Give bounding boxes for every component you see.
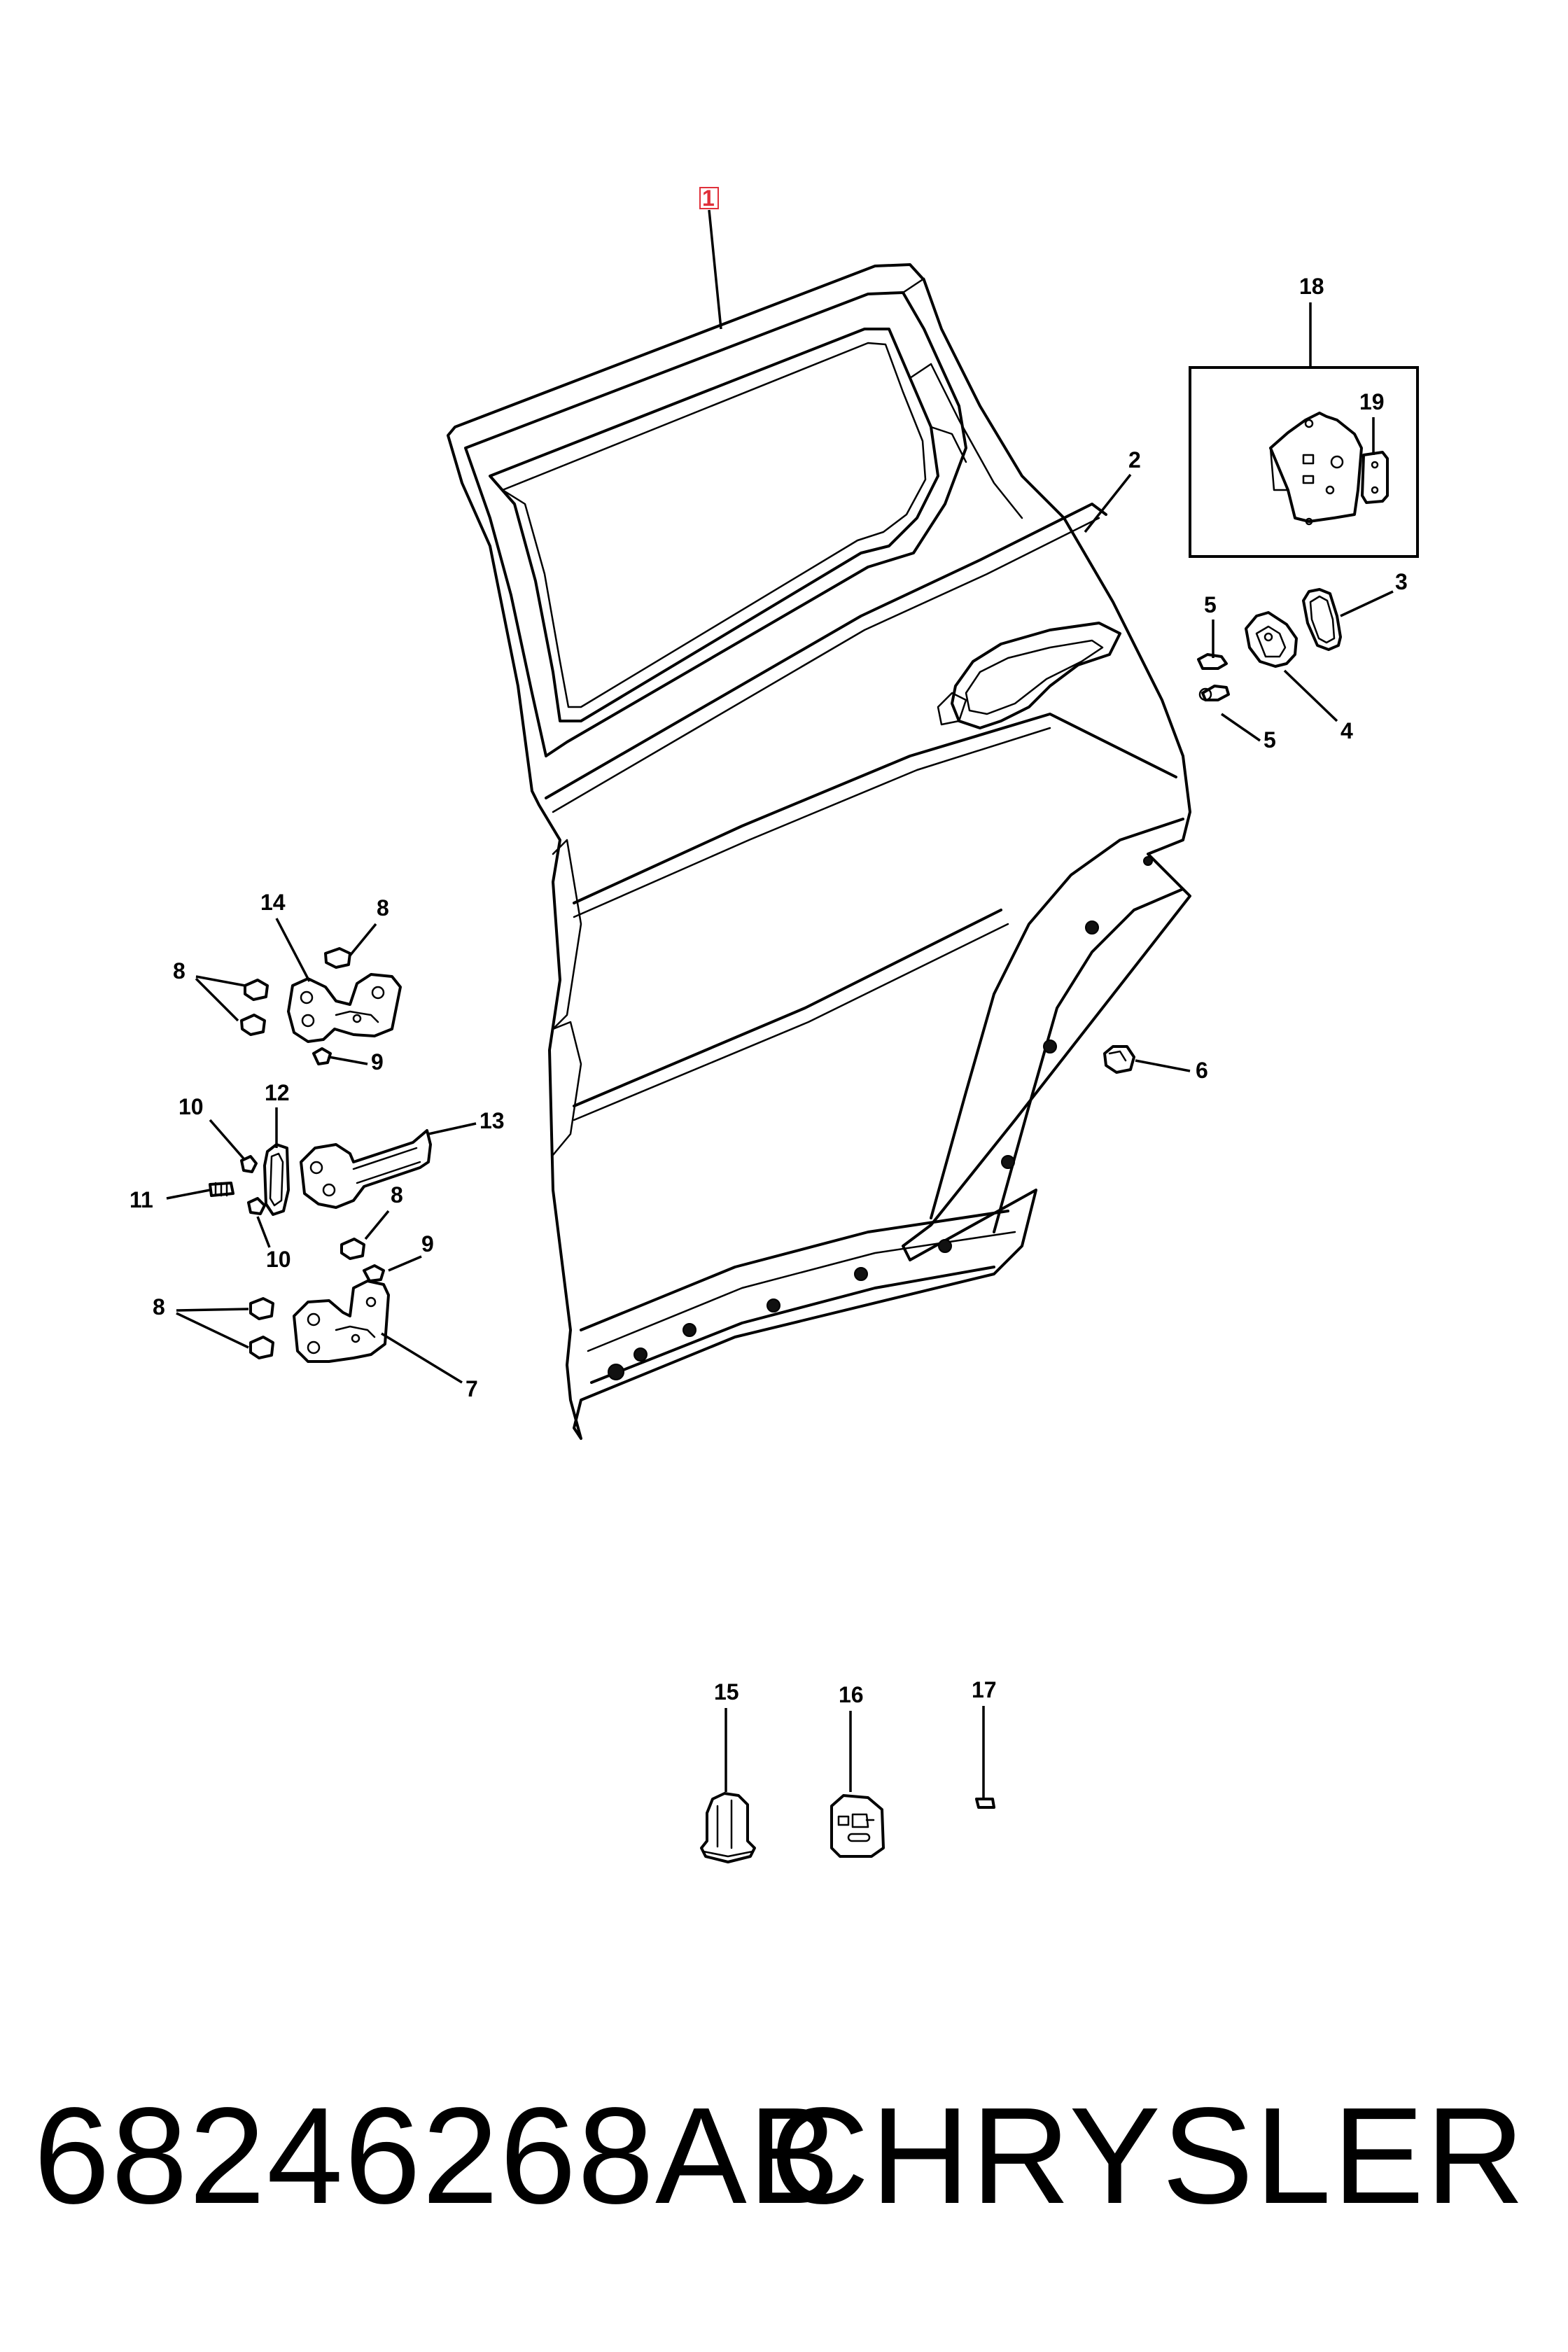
leader-4: [1283, 669, 1338, 722]
callout-2[interactable]: 2: [1128, 447, 1141, 472]
callout-7[interactable]: 7: [465, 1376, 478, 1401]
callout-5-upper[interactable]: 5: [1204, 592, 1217, 617]
leader-6: [1135, 1059, 1191, 1072]
callout-1-highlight: [699, 187, 719, 209]
check-strap-seal[interactable]: [263, 1143, 290, 1216]
callout-4[interactable]: 4: [1340, 718, 1353, 743]
callout-9-a[interactable]: 9: [371, 1049, 384, 1074]
bumper-plug-part[interactable]: [1103, 1045, 1135, 1074]
rear-door-shell[interactable]: [447, 263, 1191, 1440]
leader-8-c: [364, 1210, 390, 1240]
upper-hinge-part[interactable]: [287, 973, 402, 1043]
striker-part[interactable]: [1245, 611, 1298, 668]
leader-1: [708, 209, 722, 330]
callout-16[interactable]: 16: [839, 1682, 864, 1707]
callout-8-a[interactable]: 8: [377, 895, 389, 920]
leader-8-d1: [176, 1308, 249, 1312]
callout-15[interactable]: 15: [714, 1679, 739, 1704]
leader-8-d2: [176, 1312, 249, 1349]
nut-part[interactable]: [700, 1792, 756, 1863]
latch-group-box: [1189, 366, 1419, 558]
leader-5-lower: [1221, 713, 1261, 742]
leader-7: [381, 1332, 463, 1384]
check-strap-part[interactable]: [300, 1129, 432, 1209]
callout-8-d[interactable]: 8: [153, 1294, 165, 1320]
latch-seal-part[interactable]: [1361, 451, 1389, 504]
leader-3: [1340, 590, 1394, 617]
brand-name: CHRYSLER: [770, 2079, 1526, 2232]
callout-12[interactable]: 12: [265, 1080, 290, 1105]
pin-part[interactable]: [975, 1798, 995, 1809]
leader-13: [428, 1122, 477, 1135]
leader-10-a: [209, 1119, 245, 1160]
strap-washer-a[interactable]: [240, 1155, 258, 1173]
strap-washer-b[interactable]: [247, 1197, 266, 1215]
callout-11[interactable]: 11: [130, 1187, 153, 1212]
hinge-bolt-a[interactable]: [324, 947, 351, 969]
callout-8-b[interactable]: 8: [173, 958, 186, 983]
lower-hinge-part[interactable]: [293, 1280, 390, 1363]
callout-6[interactable]: 6: [1196, 1058, 1208, 1083]
hinge-pin-b[interactable]: [363, 1264, 385, 1282]
callout-8-c[interactable]: 8: [391, 1182, 403, 1208]
callout-1[interactable]: 1: [702, 186, 715, 211]
leader-8-b2: [195, 977, 239, 1022]
hinge-pin-a[interactable]: [312, 1047, 332, 1065]
strap-bolt[interactable]: [209, 1182, 234, 1197]
leader-9-b: [388, 1255, 422, 1272]
hinge-bolt-e[interactable]: [249, 1297, 274, 1320]
hinge-bolt-b[interactable]: [244, 979, 269, 1001]
part-number: 68246268AB: [34, 2079, 841, 2232]
door-latch-part[interactable]: [1269, 412, 1363, 526]
callout-18[interactable]: 18: [1299, 274, 1324, 299]
leader-9-a: [328, 1056, 368, 1065]
leader-2: [1084, 473, 1132, 533]
footer: 68246268AB CHRYSLER: [0, 2072, 1568, 2240]
callout-3[interactable]: 3: [1395, 569, 1408, 594]
callout-5-lower[interactable]: 5: [1264, 727, 1276, 752]
leader-14: [275, 918, 311, 982]
hinge-bolt-f[interactable]: [249, 1336, 274, 1359]
leader-8-b1: [195, 975, 246, 987]
callout-9-b[interactable]: 9: [421, 1231, 434, 1256]
clip-part[interactable]: [830, 1794, 885, 1858]
leader-10-b: [256, 1216, 271, 1248]
hinge-bolt-c[interactable]: [240, 1014, 266, 1036]
striker-seal-part[interactable]: [1302, 588, 1342, 651]
callout-10-b[interactable]: 10: [266, 1247, 291, 1272]
callout-13[interactable]: 13: [479, 1108, 505, 1133]
leader-11: [166, 1189, 211, 1200]
hinge-bolt-d[interactable]: [340, 1238, 365, 1260]
callout-17[interactable]: 17: [972, 1677, 997, 1702]
leader-8-a: [349, 923, 377, 957]
callout-14[interactable]: 14: [260, 890, 286, 915]
callout-19[interactable]: 19: [1359, 389, 1385, 414]
striker-bolt-lower[interactable]: [1198, 685, 1230, 701]
striker-bolt-upper[interactable]: [1197, 653, 1228, 670]
callout-10-a[interactable]: 10: [178, 1094, 204, 1119]
